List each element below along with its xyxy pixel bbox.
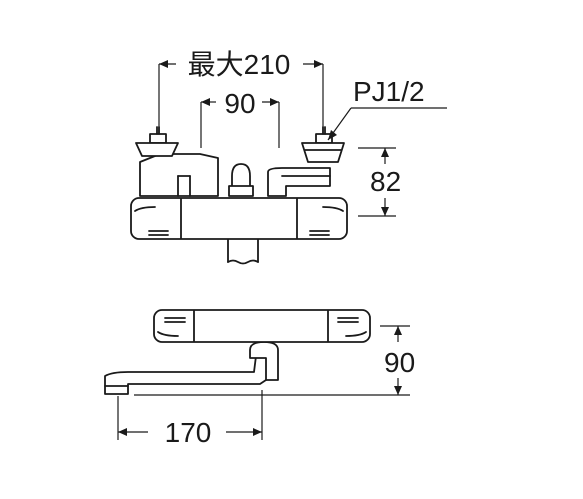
center-diverter-knob xyxy=(228,163,254,197)
left-union-nut xyxy=(135,126,179,157)
thread-label: PJ1/2 xyxy=(353,76,425,107)
dimension-inlet-90: 90 xyxy=(200,88,280,148)
arrowhead xyxy=(394,326,402,335)
arrowhead xyxy=(201,98,210,106)
arrowhead xyxy=(118,428,127,436)
mixer-body xyxy=(130,197,348,240)
thread-callout-pj-1-2: PJ1/2 xyxy=(327,76,447,141)
dimension-max-210: 最大210 xyxy=(158,49,324,134)
plan-view: 90 170 xyxy=(104,309,415,448)
arrowhead xyxy=(270,98,279,106)
dimension-height-82: 82 xyxy=(358,147,401,217)
dimension-label-inlet-90: 90 xyxy=(224,88,255,119)
arrowhead xyxy=(314,60,323,68)
arrowhead xyxy=(328,130,337,140)
mixer-body-plan xyxy=(153,309,371,343)
dimension-label-reach-170: 170 xyxy=(165,417,212,448)
swing-spout xyxy=(104,355,273,395)
dimension-depth-90: 90 xyxy=(134,325,415,396)
left-valve-block xyxy=(139,153,219,197)
arrowhead xyxy=(381,207,389,216)
arrowhead xyxy=(159,60,168,68)
dimension-label-height-82: 82 xyxy=(370,166,401,197)
arrowhead xyxy=(381,148,389,157)
right-union-nut xyxy=(301,126,345,163)
right-outlet-spout xyxy=(267,167,331,197)
wall-inlet-pipe xyxy=(227,237,259,265)
dimension-label-max-210: 最大210 xyxy=(188,49,291,80)
dimension-label-depth-90: 90 xyxy=(384,347,415,378)
dimension-reach-170: 170 xyxy=(117,390,263,448)
front-elevation-view: 最大210 90 PJ1/2 82 xyxy=(130,49,447,265)
arrowhead xyxy=(394,386,402,395)
arrowhead xyxy=(253,428,262,436)
